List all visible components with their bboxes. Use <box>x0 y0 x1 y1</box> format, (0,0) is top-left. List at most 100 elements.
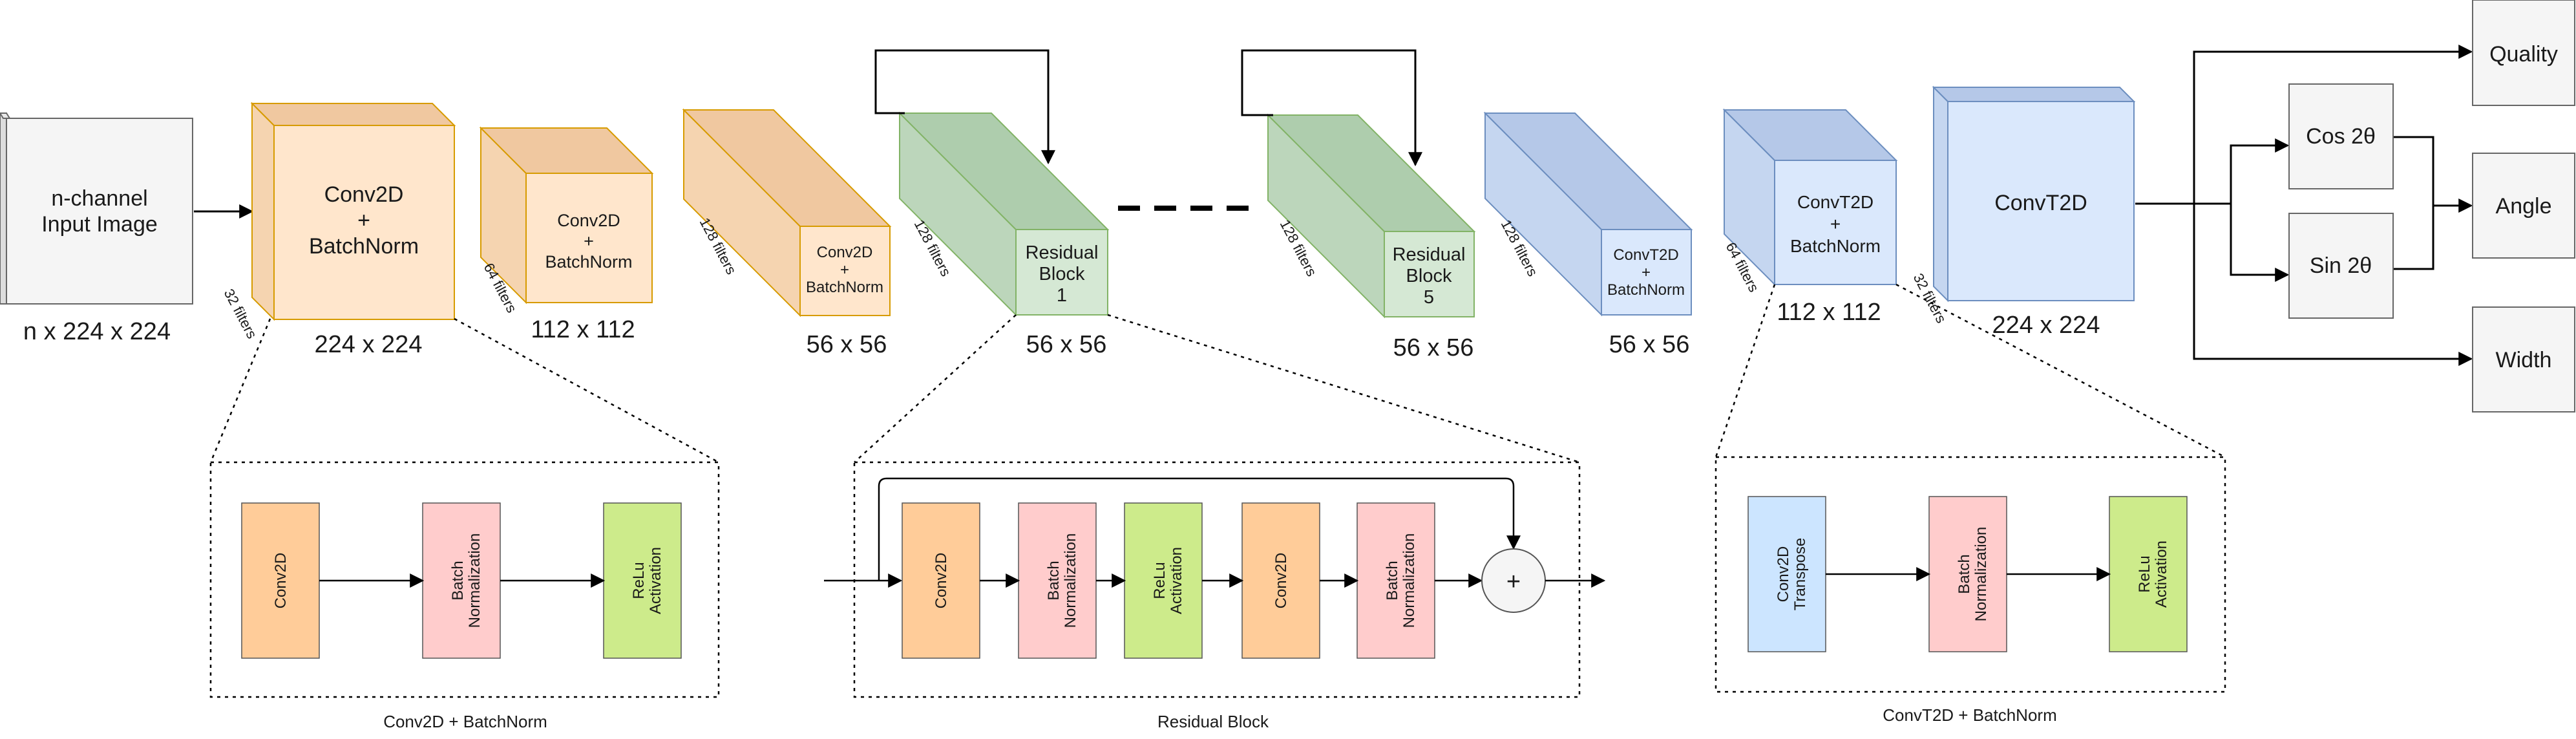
residual-5-line2: Block <box>1406 266 1452 286</box>
residual-block-5: Residual Block 5 <box>1266 113 1476 319</box>
residual-1-skip-arrow <box>874 49 1055 165</box>
angle-box <box>2472 153 2575 259</box>
quality-box <box>2472 0 2575 106</box>
decoder-1-line1: ConvT2D <box>1613 246 1678 264</box>
output-heads: Quality Angle Width Cos 2θ Sin 2θ <box>2135 0 2575 412</box>
encoder-block-3: Conv2D + BatchNorm <box>682 108 892 317</box>
encoder-block-2: Conv2D + BatchNorm <box>479 126 654 305</box>
decoder-2-line1: ConvT2D <box>1797 192 1874 212</box>
decoder-3-dimension: 224 x 224 <box>1992 312 2100 339</box>
detail-res-skip-arrow <box>878 477 1521 581</box>
input-image-block: n-channel Input Image <box>0 112 193 305</box>
input-dimension: n x 224 x 224 <box>23 318 171 345</box>
detail-conv2d-batchnorm: Conv2D Batch Normalization ReLu Activati… <box>209 461 720 698</box>
cos-box <box>2288 83 2394 189</box>
detail-res-block-3-line2: Activation <box>1168 547 1185 614</box>
cos-to-angle-arrow <box>2393 136 2473 213</box>
decoder-3-label: ConvT2D <box>1994 191 2087 215</box>
encoder-1-line3: BatchNorm <box>309 234 419 259</box>
input-label-line2: Input Image <box>41 212 158 237</box>
detail-convt-block-1-line2: Transpose <box>1791 538 1809 611</box>
detail-res-block-4-line1: Conv2D <box>1272 553 1290 609</box>
sin-label: Sin 2θ <box>2310 253 2372 278</box>
decoder-2-line3: BatchNorm <box>1790 236 1881 256</box>
detail-res-add-symbol: + <box>1506 568 1521 595</box>
detail-conv-block-3-line1: ReLu <box>630 562 648 599</box>
sin-box <box>2288 213 2394 319</box>
detail-res-block-1 <box>902 502 980 659</box>
cos-label: Cos 2θ <box>2306 124 2376 149</box>
detail-convt-block-1-line1: Conv2D <box>1775 546 1792 603</box>
detail-conv-caption: Conv2D + BatchNorm <box>383 712 547 731</box>
detail-res-block-2-line1: Batch <box>1045 561 1062 600</box>
width-box <box>2472 306 2575 412</box>
detail-convt-block-3-line2: Activation <box>2153 541 2170 608</box>
decoder-block-3: ConvT2D <box>1932 85 2136 303</box>
quality-label: Quality <box>2489 42 2558 67</box>
detail-convt-block-3-line1: ReLu <box>2136 555 2153 592</box>
detail-res-block-5-line1: Batch <box>1384 561 1401 600</box>
residual-1-line3: 1 <box>1057 285 1067 306</box>
encoder-1-line2: + <box>357 208 370 233</box>
encoder-block-1: Conv2D + BatchNorm <box>250 102 456 321</box>
residual-5-line3: 5 <box>1424 287 1434 308</box>
detail-convt-block-2-line1: Batch <box>1956 554 1973 594</box>
quality-arrow <box>2193 45 2473 204</box>
decoder-1-line2: + <box>1642 264 1651 281</box>
detail-convt-block-2-line2: Normalization <box>1972 527 1990 622</box>
detail-res-block-3-line1: ReLu <box>1151 562 1168 599</box>
width-label: Width <box>2496 348 2552 372</box>
sin-to-angle-line <box>2393 206 2434 270</box>
encoder-2-line3: BatchNorm <box>545 252 632 272</box>
encoder-3-line3: BatchNorm <box>806 279 883 296</box>
decoder-2-line2: + <box>1830 214 1841 234</box>
detail-conv-block-2-line1: Batch <box>449 561 467 600</box>
encoder-2-line1: Conv2D <box>557 211 620 230</box>
residual-1-line2: Block <box>1039 264 1085 284</box>
residual-5-dimension: 56 x 56 <box>1393 334 1474 361</box>
detail-res-block-2-line2: Normalization <box>1062 533 1079 628</box>
decoder-2-dimension: 112 x 112 <box>1777 299 1881 326</box>
detail-convt-block-1 <box>1747 496 1826 652</box>
detail-conv-block-3 <box>603 502 682 659</box>
detail-conv-block-3-line2: Activation <box>647 547 664 614</box>
detail-convt-caption: ConvT2D + BatchNorm <box>1883 705 2056 725</box>
encoder-1-dimension: 224 x 224 <box>315 331 423 358</box>
encoder-2-dimension: 112 x 112 <box>531 316 635 343</box>
detail-res-block-4 <box>1241 502 1320 659</box>
encoder-3-dimension: 56 x 56 <box>807 331 887 358</box>
cos-arrow <box>2194 138 2290 205</box>
residual-1-line1: Residual <box>1026 242 1099 263</box>
encoder-3-line1: Conv2D <box>817 244 873 261</box>
width-arrow <box>2193 204 2473 366</box>
detail-res-block-5 <box>1357 502 1435 659</box>
angle-label: Angle <box>2496 194 2552 219</box>
encoder-3-line2: + <box>840 261 849 279</box>
decoder-1-line3: BatchNorm <box>1607 281 1685 299</box>
decoder-block-1: ConvT2D + BatchNorm <box>1483 111 1693 317</box>
detail-residual-block: Conv2D Batch Normalization ReLu Activati… <box>824 461 1606 698</box>
sin-arrow <box>2230 204 2290 282</box>
decoder-block-2: ConvT2D + BatchNorm <box>1722 108 1898 286</box>
detail-res-block-5-line2: Normalization <box>1400 533 1418 628</box>
detail-res-block-1-line1: Conv2D <box>933 553 950 609</box>
input-label-line1: n-channel <box>51 186 147 211</box>
detail-conv-block-2 <box>422 502 501 659</box>
residual-5-line1: Residual <box>1393 244 1466 265</box>
residual-5-skip-arrow <box>1241 49 1422 167</box>
detail-conv-block-1-line1: Conv2D <box>272 553 290 609</box>
encoder-1-line1: Conv2D <box>324 182 404 207</box>
detail-conv-block-2-line2: Normalization <box>466 533 483 628</box>
detail-convt-block-2 <box>1928 496 2007 652</box>
detail-res-caption: Residual Block <box>1157 712 1269 731</box>
encoder-2-line2: + <box>584 231 594 251</box>
detail-conv-block-1 <box>241 502 320 659</box>
zoom-leader-lines <box>209 283 2226 464</box>
decoder-1-dimension: 56 x 56 <box>1609 331 1690 358</box>
residual-1-dimension: 56 x 56 <box>1026 331 1107 358</box>
residual-block-1: Residual Block 1 <box>898 111 1110 317</box>
detail-res-block-2 <box>1018 502 1097 659</box>
detail-convt2d-batchnorm: Conv2D Transpose Batch Normalization ReL… <box>1715 456 2226 693</box>
